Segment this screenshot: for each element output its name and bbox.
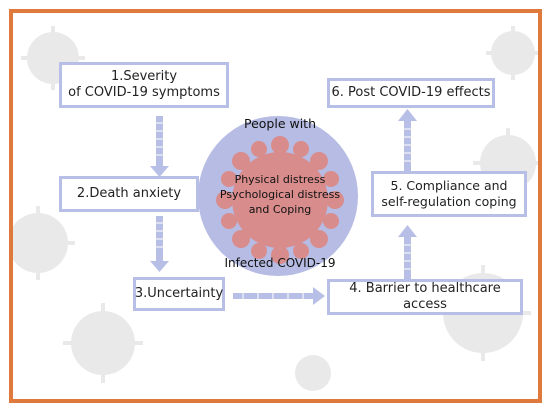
- diagram-frame: 1.Severity of COVID-19 symptoms 2.Death …: [9, 9, 542, 403]
- box-compliance-coping: 5. Compliance and self-regulation coping: [371, 171, 527, 217]
- arrow-1-to-2: [156, 116, 163, 166]
- box-barrier-healthcare: 4. Barrier to healthcare access: [327, 279, 523, 315]
- box-severity-symptoms: 1.Severity of COVID-19 symptoms: [59, 62, 229, 108]
- arrow-4-to-5: [404, 237, 411, 279]
- center-top-label: People with: [243, 116, 317, 131]
- virus-shape: [216, 136, 344, 264]
- box-death-anxiety: 2.Death anxiety: [59, 176, 199, 212]
- center-bottom-label: Infected COVID-19: [224, 256, 336, 270]
- center-inner-text: Physical distress Psychological distress…: [219, 173, 341, 216]
- box-uncertainty: 3.Uncertainty: [133, 277, 225, 311]
- arrow-5-to-6: [404, 121, 411, 171]
- box-post-covid-effects: 6. Post COVID-19 effects: [327, 78, 495, 108]
